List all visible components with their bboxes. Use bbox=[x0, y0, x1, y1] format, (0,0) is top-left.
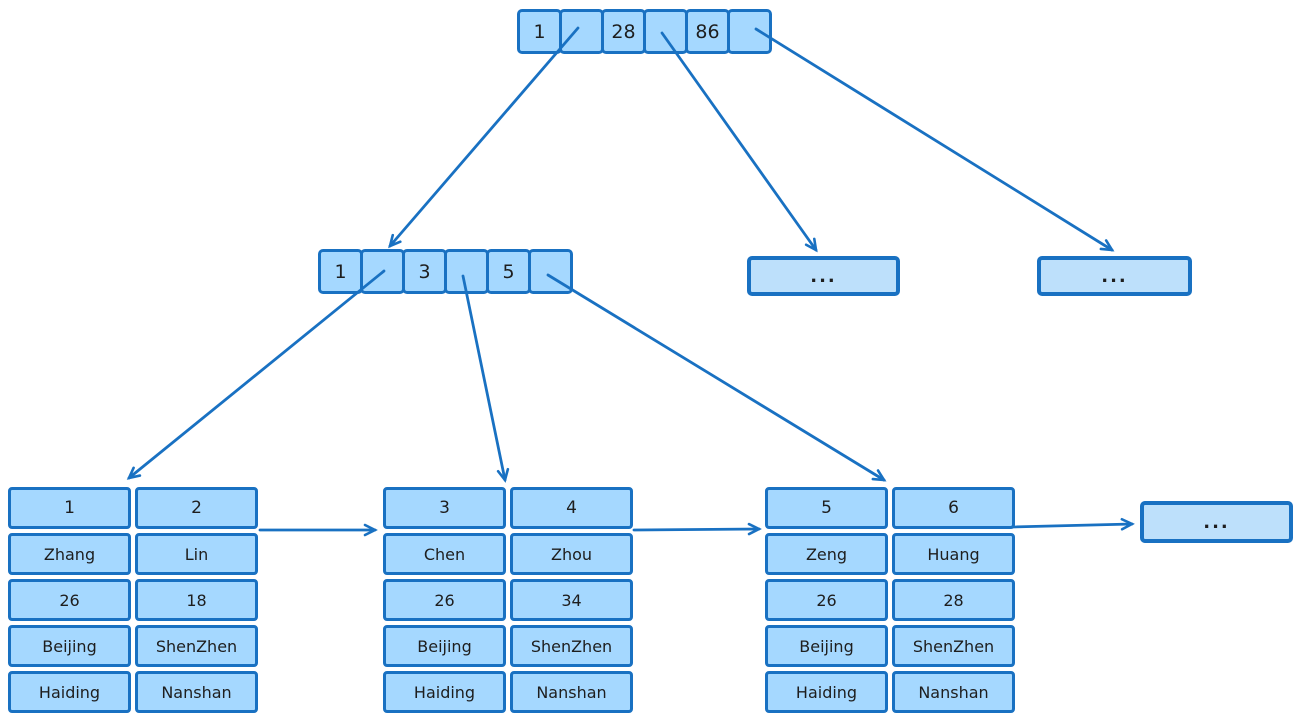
table-cell: Zhou bbox=[510, 533, 633, 575]
table-cell: 5 bbox=[765, 487, 888, 529]
arrow-internal-to-leaf-1 bbox=[126, 269, 386, 480]
pointer-cell bbox=[643, 9, 688, 54]
table-cell: 26 bbox=[8, 579, 131, 621]
key-cell: 28 bbox=[601, 9, 646, 54]
table-cell: 18 bbox=[135, 579, 258, 621]
arrow-leaf3-to-more bbox=[1010, 517, 1135, 531]
table-cell: ShenZhen bbox=[510, 625, 633, 667]
arrow-internal-to-leaf-3 bbox=[546, 273, 887, 482]
table-cell: Haiding bbox=[765, 671, 888, 713]
pointer-cell bbox=[559, 9, 604, 54]
table-cell: 1 bbox=[8, 487, 131, 529]
table-cell: Lin bbox=[135, 533, 258, 575]
table-cell: ShenZhen bbox=[135, 625, 258, 667]
table-cell: Zeng bbox=[765, 533, 888, 575]
internal-node: 1 3 5 bbox=[318, 249, 573, 294]
arrow-root-to-more-1 bbox=[660, 31, 818, 253]
internal-more-node-1: ... bbox=[747, 256, 900, 296]
key-cell: 3 bbox=[402, 249, 447, 294]
internal-more-node-2: ... bbox=[1037, 256, 1192, 296]
table-cell: 26 bbox=[383, 579, 506, 621]
table-cell: Beijing bbox=[8, 625, 131, 667]
table-cell: Nanshan bbox=[510, 671, 633, 713]
pointer-cell bbox=[360, 249, 405, 294]
table-cell: Beijing bbox=[383, 625, 506, 667]
arrow-root-to-more-2 bbox=[754, 27, 1115, 252]
table-cell: 26 bbox=[765, 579, 888, 621]
table-cell: 2 bbox=[135, 487, 258, 529]
table-cell: Nanshan bbox=[892, 671, 1015, 713]
leaf-node-3: 5 6 Zeng Huang 26 28 Beijing ShenZhen Ha… bbox=[765, 487, 1015, 713]
table-cell: Beijing bbox=[765, 625, 888, 667]
table-cell: 4 bbox=[510, 487, 633, 529]
arrow-root-to-internal bbox=[388, 26, 580, 249]
key-cell: 1 bbox=[517, 9, 562, 54]
table-cell: 28 bbox=[892, 579, 1015, 621]
table-cell: Chen bbox=[383, 533, 506, 575]
key-cell: 5 bbox=[486, 249, 531, 294]
pointer-cell bbox=[727, 9, 772, 54]
table-cell: 3 bbox=[383, 487, 506, 529]
pointer-cell bbox=[528, 249, 573, 294]
table-cell: Nanshan bbox=[135, 671, 258, 713]
table-cell: Zhang bbox=[8, 533, 131, 575]
arrow-internal-to-leaf-2 bbox=[461, 274, 510, 483]
pointer-cell bbox=[444, 249, 489, 294]
leaf-node-1: 1 2 Zhang Lin 26 18 Beijing ShenZhen Hai… bbox=[8, 487, 258, 713]
leaf-more-node: ... bbox=[1140, 501, 1293, 543]
table-cell: Haiding bbox=[383, 671, 506, 713]
table-cell: Huang bbox=[892, 533, 1015, 575]
table-cell: Haiding bbox=[8, 671, 131, 713]
arrow-leaf2-to-leaf3 bbox=[632, 522, 762, 536]
table-cell: 6 bbox=[892, 487, 1015, 529]
leaf-node-2: 3 4 Chen Zhou 26 34 Beijing ShenZhen Hai… bbox=[383, 487, 633, 713]
root-node: 1 28 86 bbox=[517, 9, 772, 54]
table-cell: 34 bbox=[510, 579, 633, 621]
table-cell: ShenZhen bbox=[892, 625, 1015, 667]
key-cell: 1 bbox=[318, 249, 363, 294]
key-cell: 86 bbox=[685, 9, 730, 54]
